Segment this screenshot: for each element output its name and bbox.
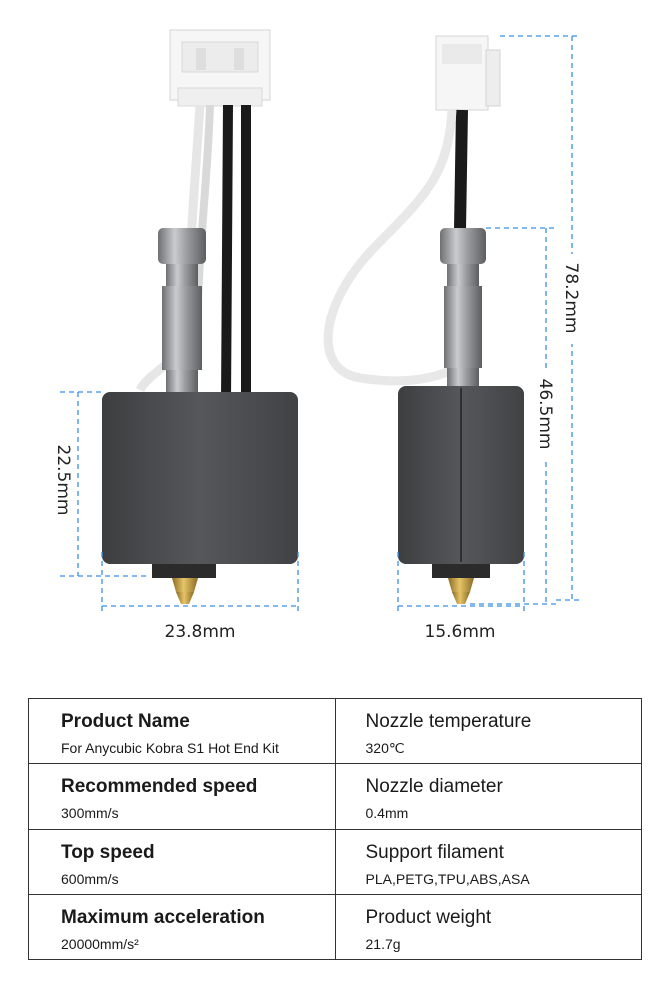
spec-value: 320℃ <box>365 740 405 756</box>
right-wires <box>323 109 468 386</box>
spec-title: Recommended speed <box>61 776 258 798</box>
right-heater-block <box>398 386 524 564</box>
left-heatbreak <box>158 228 206 394</box>
product-figure: 22.5mm 23.8mm 15.6mm 46.5mm 78.2mm <box>53 29 581 642</box>
spec-title: Maximum acceleration <box>61 906 265 928</box>
right-hotend-view <box>323 35 524 604</box>
spec-value: For Anycubic Kobra S1 Hot End Kit <box>61 740 279 756</box>
left-heater-block <box>102 392 298 564</box>
spec-value: 600mm/s <box>61 870 119 887</box>
left-connector <box>169 29 271 107</box>
spec-value: 20000mm/s² <box>61 935 139 952</box>
right-body-height-label: 46.5mm <box>535 379 555 450</box>
spec-title: Nozzle temperature <box>365 711 532 732</box>
spec-cell-recommended-speed: Recommended speed 300mm/s <box>28 763 336 830</box>
spec-cell-nozzle-temperature: Nozzle temperature 320℃ <box>334 697 642 765</box>
spec-value: 300mm/s <box>61 805 119 822</box>
right-total-height-label: 78.2mm <box>561 263 581 334</box>
left-nozzle <box>152 564 216 604</box>
left-hotend-view <box>102 29 298 604</box>
right-nozzle <box>432 564 490 604</box>
left-width-label: 23.8mm <box>165 622 236 642</box>
right-width-label: 15.6mm <box>425 622 496 642</box>
spec-cell-product-weight: Product weight 21.7g <box>334 893 642 961</box>
spec-value: 21.7g <box>365 935 401 952</box>
spec-cell-top-speed: Top speed 600mm/s <box>28 828 336 895</box>
spec-value: 0.4mm <box>365 805 409 822</box>
spec-title: Product weight <box>365 906 492 928</box>
right-heatbreak <box>440 228 486 392</box>
left-height-label: 22.5mm <box>53 445 73 516</box>
spec-title: Top speed <box>61 841 155 863</box>
spec-row: Recommended speed 300mm/s Nozzle diameter… <box>28 763 642 830</box>
spec-title: Nozzle diameter <box>365 776 503 798</box>
spec-row: Maximum acceleration 20000mm/s² Product w… <box>28 893 642 961</box>
spec-title: Product Name <box>61 711 190 732</box>
right-connector <box>435 35 501 111</box>
spec-cell-maximum-acceleration: Maximum acceleration 20000mm/s² <box>28 893 336 961</box>
spec-value: PLA,PETG,TPU,ABS,ASA <box>365 870 530 887</box>
spec-title: Support filament <box>365 841 504 863</box>
spec-cell-nozzle-diameter: Nozzle diameter 0.4mm <box>334 763 642 830</box>
